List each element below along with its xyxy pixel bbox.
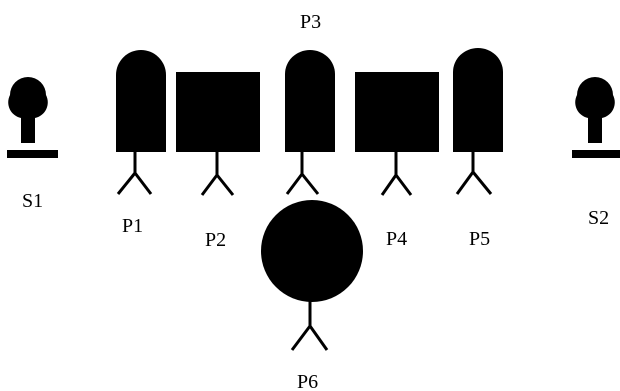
s1-figure — [8, 77, 48, 143]
p3-label: P3 — [300, 11, 321, 33]
p4-connector — [380, 152, 413, 196]
node-p3: P3 — [285, 11, 335, 195]
p3-shape — [285, 50, 335, 152]
node-p6: P6 — [261, 200, 363, 391]
p6-shape — [261, 200, 363, 302]
node-p5: P5 — [453, 48, 503, 250]
node-p1: P1 — [116, 50, 166, 237]
p5-label: P5 — [469, 228, 490, 250]
node-s2: S2 — [572, 77, 620, 229]
s2-base — [572, 150, 620, 158]
s2-figure — [575, 77, 615, 143]
p1-shape — [116, 50, 166, 152]
node-s1: S1 — [7, 77, 58, 212]
p2-connector — [200, 152, 235, 196]
p1-label: P1 — [122, 215, 143, 237]
p4-shape — [355, 72, 439, 152]
p2-label: P2 — [205, 229, 226, 251]
p1-connector — [116, 152, 153, 195]
node-p4: P4 — [355, 72, 439, 250]
p4-label: P4 — [386, 228, 407, 250]
p6-label: P6 — [297, 371, 318, 391]
s1-base — [7, 150, 58, 158]
p3-connector — [285, 152, 320, 195]
p5-shape — [453, 48, 503, 152]
p5-connector — [455, 152, 493, 195]
p6-connector — [290, 301, 329, 351]
p2-shape — [176, 72, 260, 152]
s2-label: S2 — [588, 207, 609, 229]
node-p2: P2 — [176, 72, 260, 251]
s1-label: S1 — [22, 190, 43, 212]
